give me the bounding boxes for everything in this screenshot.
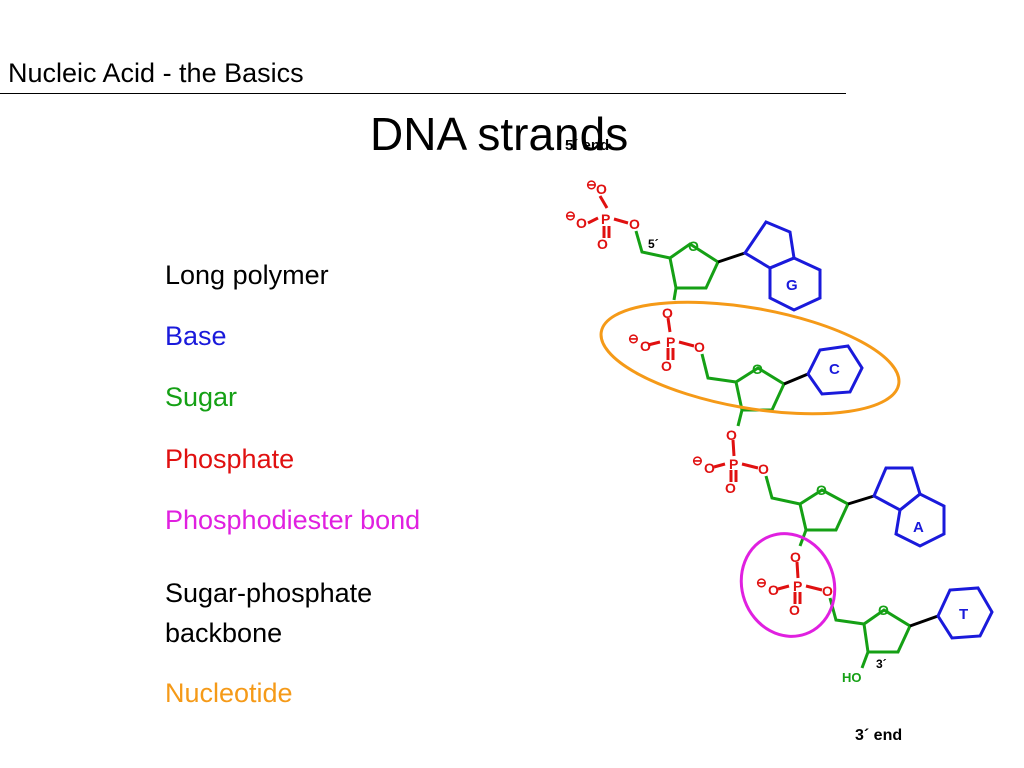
ring-oxygen: O	[752, 361, 763, 377]
term-sugar: Sugar	[165, 382, 238, 412]
oxygen-atom: O	[726, 427, 737, 443]
oxygen-atom: O	[725, 480, 736, 496]
base-guanine	[742, 220, 822, 312]
ring-oxygen: O	[878, 602, 889, 618]
ring-oxygen: O	[688, 238, 699, 254]
phosphorus-atom: P	[666, 334, 675, 350]
oxygen-atom: O	[629, 216, 640, 232]
header-title: Nucleic Acid - the Basics	[8, 58, 304, 88]
oxygen-atom: O	[662, 305, 673, 321]
sugar-4: O HO 3´	[828, 597, 939, 685]
negative-charge: ⊖	[692, 453, 703, 468]
oxygen-atom: O	[768, 582, 779, 598]
oxygen-atom: O	[694, 339, 705, 355]
oxygen-atom: O	[596, 181, 607, 197]
oxygen-atom: O	[822, 583, 833, 599]
base-thymine	[936, 586, 994, 640]
base-label-t: T	[959, 606, 968, 623]
oxygen-atom: O	[790, 549, 801, 565]
base-cytosine	[806, 344, 864, 396]
base-adenine	[872, 466, 946, 548]
phosphorus-atom: P	[793, 578, 802, 594]
oxygen-atom: O	[597, 236, 608, 252]
negative-charge: ⊖	[586, 177, 597, 192]
phosphate-group-1: ⊖ O ⊖ O P O O	[565, 177, 640, 252]
term-sugar-phosphate-backbone: Sugar-phosphate backbone	[165, 578, 373, 648]
three-prime-end-label: 3´ end	[855, 727, 902, 744]
phosphate-group-2: O ⊖ O P O O	[628, 305, 705, 374]
five-prime-end-label: 5´ end	[565, 137, 609, 154]
hydroxyl-label: HO	[842, 670, 862, 685]
negative-charge: ⊖	[756, 575, 767, 590]
oxygen-atom: O	[640, 338, 651, 354]
three-prime-label: 3´	[876, 657, 887, 671]
phosphate-group-4: O ⊖ O P O O	[756, 549, 833, 618]
base-label-a: A	[913, 519, 924, 536]
oxygen-atom: O	[661, 358, 672, 374]
term-long-polymer: Long polymer	[165, 260, 329, 290]
phosphorus-atom: P	[601, 211, 610, 227]
oxygen-atom: O	[758, 461, 769, 477]
sugar-3: O	[764, 475, 875, 547]
negative-charge: ⊖	[628, 331, 639, 346]
slide-title: DNA strands	[370, 108, 629, 160]
phosphorus-atom: P	[729, 456, 738, 472]
phosphodiester-bond-highlight	[739, 532, 837, 638]
negative-charge: ⊖	[565, 208, 576, 223]
term-nucleotide: Nucleotide	[165, 678, 293, 708]
term-phosphodiester-bond: Phosphodiester bond	[165, 505, 421, 535]
phosphate-group-3: O ⊖ O P O O	[692, 427, 769, 496]
sugar-1: 5´ O	[634, 230, 746, 301]
sugar-2: O	[700, 353, 809, 427]
term-base: Base	[165, 321, 227, 351]
five-prime-label: 5´	[648, 237, 659, 251]
oxygen-atom: O	[704, 460, 715, 476]
nucleotide-highlight	[599, 300, 901, 416]
term-phosphate: Phosphate	[165, 444, 295, 474]
oxygen-atom: O	[789, 602, 800, 618]
oxygen-atom: O	[576, 215, 587, 231]
base-label-g: G	[786, 277, 798, 294]
base-label-c: C	[829, 361, 840, 378]
ring-oxygen: O	[816, 482, 827, 498]
header-divider	[0, 93, 846, 94]
